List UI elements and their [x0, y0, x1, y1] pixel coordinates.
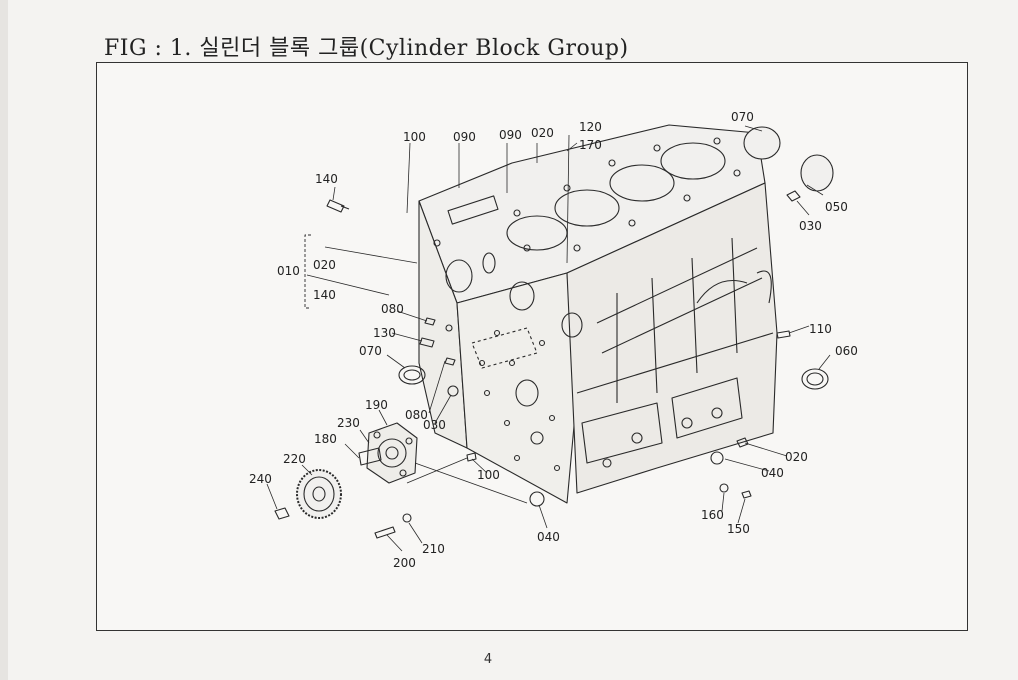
- callout-200: 200: [393, 556, 416, 570]
- part-140-sensor: [326, 199, 350, 213]
- exploded-view-diagram: 100 090 090 020 120 170 070 050 030 140 …: [249, 110, 858, 570]
- figure-title: FIG : 1. 실린더 블록 그룹(Cylinder Block Group): [104, 36, 629, 61]
- callout-220: 220: [283, 452, 306, 466]
- callout-050: 050: [825, 200, 848, 214]
- part-050-plug: [800, 154, 834, 192]
- callout-120: 120: [579, 120, 602, 134]
- callout-110: 110: [809, 322, 832, 336]
- callout-040: 040: [537, 530, 560, 544]
- part-240-nut: [274, 507, 290, 520]
- callout-060: 060: [835, 344, 858, 358]
- callout-080: 080: [405, 408, 428, 422]
- gear-220: [296, 469, 342, 519]
- callout-090: 090: [499, 128, 522, 142]
- page-number: 4: [483, 652, 493, 667]
- oil-pump-assembly: [358, 422, 418, 484]
- callout-210: 210: [422, 542, 445, 556]
- callout-020: 020: [785, 450, 808, 464]
- part-070-seal-left: [398, 365, 426, 385]
- callout-180: 180: [314, 432, 337, 446]
- callout-190: 190: [365, 398, 388, 412]
- callout-130: 130: [373, 326, 396, 340]
- diagram-frame: 100 090 090 020 120 170 070 050 030 140 …: [96, 62, 968, 631]
- callout-030: 030: [799, 219, 822, 233]
- callout-230: 230: [337, 416, 360, 430]
- part-070-plug-top: [743, 126, 781, 160]
- callout-160: 160: [701, 508, 724, 522]
- callout-020: 020: [313, 258, 336, 272]
- callout-100: 100: [403, 130, 426, 144]
- callout-020: 020: [531, 126, 554, 140]
- callout-100: 100: [477, 468, 500, 482]
- callout-030: 030: [423, 418, 446, 432]
- cylinder-block: [418, 124, 778, 504]
- callout-170: 170: [579, 138, 602, 152]
- callout-070: 070: [731, 110, 754, 124]
- callout-140: 140: [315, 172, 338, 186]
- callout-080: 080: [381, 302, 404, 316]
- callout-140: 140: [313, 288, 336, 302]
- callout-090: 090: [453, 130, 476, 144]
- part-060-seal-right: [801, 368, 829, 390]
- callout-070: 070: [359, 344, 382, 358]
- callout-010: 010: [277, 264, 300, 278]
- callout-040: 040: [761, 466, 784, 480]
- callout-240: 240: [249, 472, 272, 486]
- page-edge-shadow: [0, 0, 8, 680]
- callout-150: 150: [727, 522, 750, 536]
